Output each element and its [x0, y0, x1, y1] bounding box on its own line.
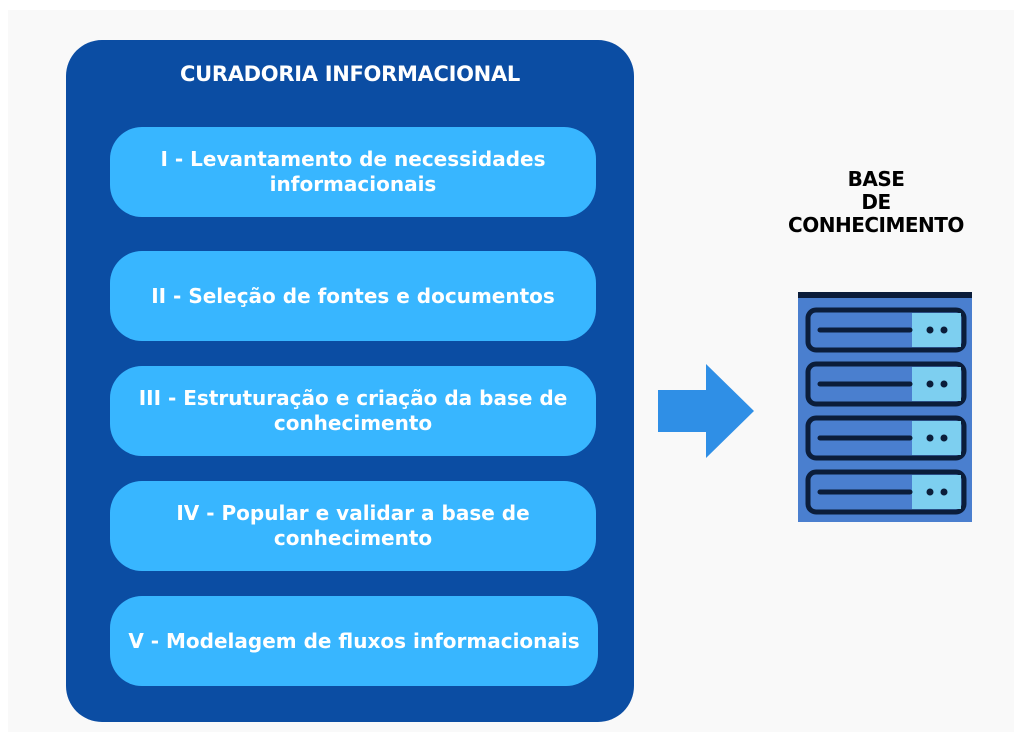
panel-title: CURADORIA INFORMACIONAL	[179, 62, 520, 86]
knowledge-base-title-line-2: DE	[861, 190, 891, 214]
arrow-right-icon	[658, 364, 754, 458]
step-1: I - Levantamento de necessidades informa…	[110, 127, 596, 217]
knowledge-base-title: BASE DE CONHECIMENTO	[766, 168, 986, 237]
server-unit-2	[805, 361, 967, 407]
knowledge-base-title-line-3: CONHECIMENTO	[788, 213, 964, 237]
step-3: III - Estruturação e criação da base de …	[110, 366, 596, 456]
knowledge-base-title-line-1: BASE	[847, 167, 905, 191]
server-unit-4	[805, 469, 967, 515]
curadoria-panel: CURADORIA INFORMACIONAL I - Levantamento…	[66, 40, 634, 722]
step-5: V - Modelagem de fluxos informacionais	[110, 596, 598, 686]
server-icon	[798, 292, 972, 522]
server-unit-3	[805, 415, 967, 461]
server-unit-1	[805, 307, 967, 353]
step-4: IV - Popular e validar a base de conheci…	[110, 481, 596, 571]
step-2: II - Seleção de fontes e documentos	[110, 251, 596, 341]
